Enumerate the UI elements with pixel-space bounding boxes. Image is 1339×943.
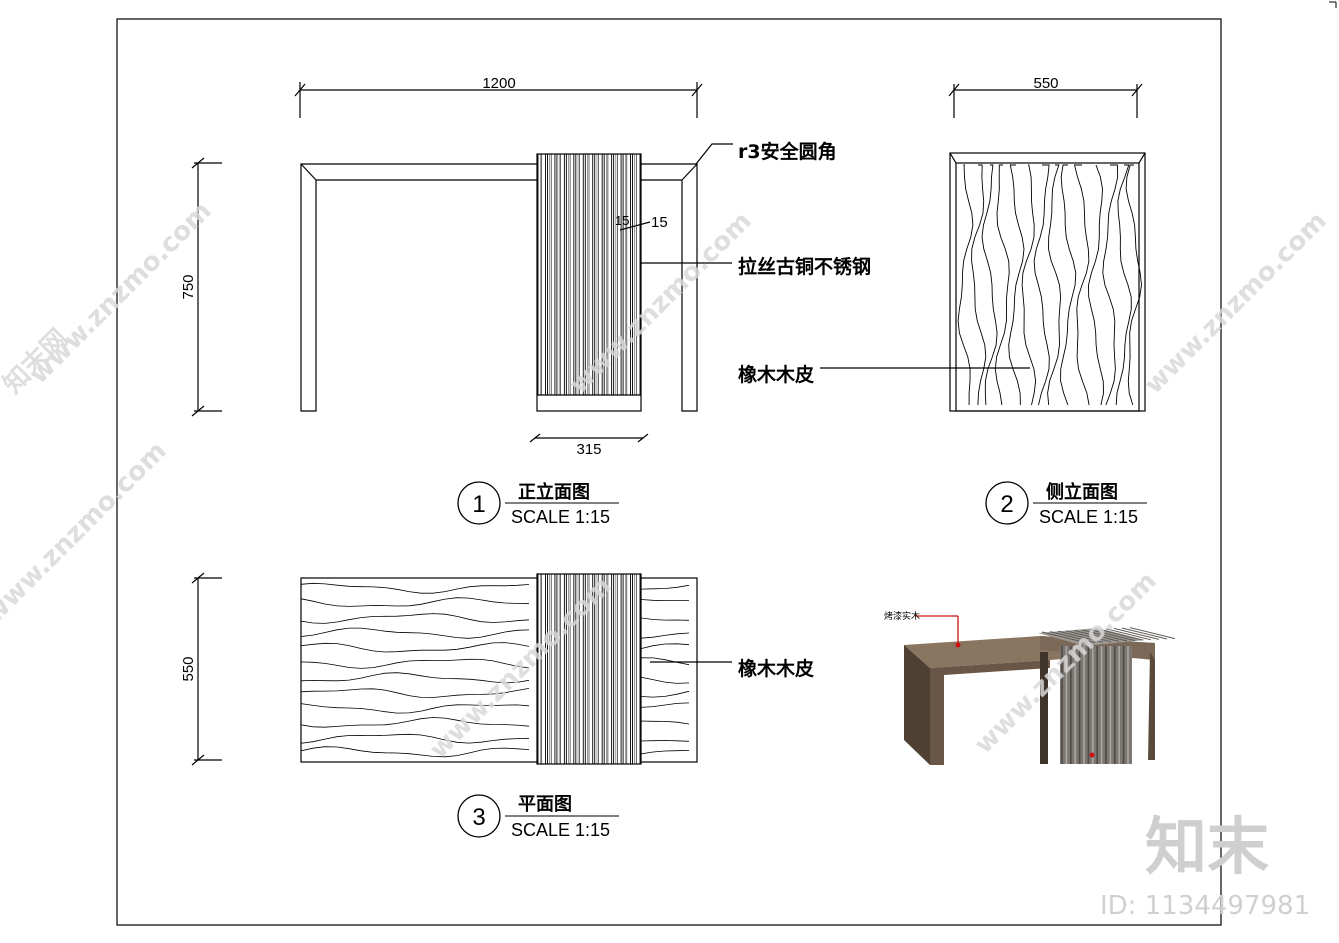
dim-leg-width: 315	[576, 441, 601, 458]
dim-side-width: 550	[1033, 75, 1058, 92]
brand-logo: 知末	[1145, 810, 1269, 883]
view-number-plan: 3	[472, 804, 485, 831]
front-elevation	[191, 82, 733, 443]
view-number-side: 2	[1000, 491, 1013, 518]
view-title-side: 侧立面图	[1046, 481, 1118, 503]
front-steel-bars	[537, 153, 641, 396]
view-number-front: 1	[472, 491, 485, 518]
view-scale-side: SCALE 1:15	[1039, 507, 1138, 527]
watermark-4: www.znzmo.com	[0, 436, 173, 630]
side-elevation	[820, 83, 1146, 412]
dim-front-height: 750	[180, 274, 197, 299]
view-label-plan	[457, 794, 619, 838]
view-label-front	[457, 481, 619, 525]
watermark-3: www.znzmo.com	[1139, 206, 1333, 400]
view-title-front: 正立面图	[518, 481, 590, 503]
view-title-plan: 平面图	[518, 794, 572, 815]
view-scale-plan: SCALE 1:15	[511, 820, 610, 840]
watermarks: www.znzmo.com 知末网 www.znzmo.com www.znzm…	[0, 196, 1333, 765]
view-scale-front: SCALE 1:15	[511, 507, 610, 527]
annotation-round-corner: r3安全圆角	[738, 140, 837, 163]
annotation-veneer-plan: 橡木木皮	[738, 657, 814, 680]
annotation-veneer-side: 橡木木皮	[738, 363, 814, 386]
side-wood-grain	[957, 164, 1142, 406]
drawing-frame	[116, 18, 1222, 926]
dim-plan-depth: 550	[180, 656, 197, 681]
view-label-side	[985, 481, 1147, 525]
dim-bar-b: 15	[651, 214, 668, 231]
plan-steel-bars	[537, 573, 641, 765]
plan-wood-grain	[300, 582, 690, 758]
photo-label: 烤漆实木	[884, 610, 920, 622]
dim-bar-a: 15	[615, 213, 629, 228]
annotation-steel: 拉丝古铜不锈钢	[738, 255, 871, 278]
image-id: ID: 1134497981	[1100, 891, 1310, 921]
dim-front-width: 1200	[482, 75, 515, 92]
product-photo	[904, 615, 1176, 765]
